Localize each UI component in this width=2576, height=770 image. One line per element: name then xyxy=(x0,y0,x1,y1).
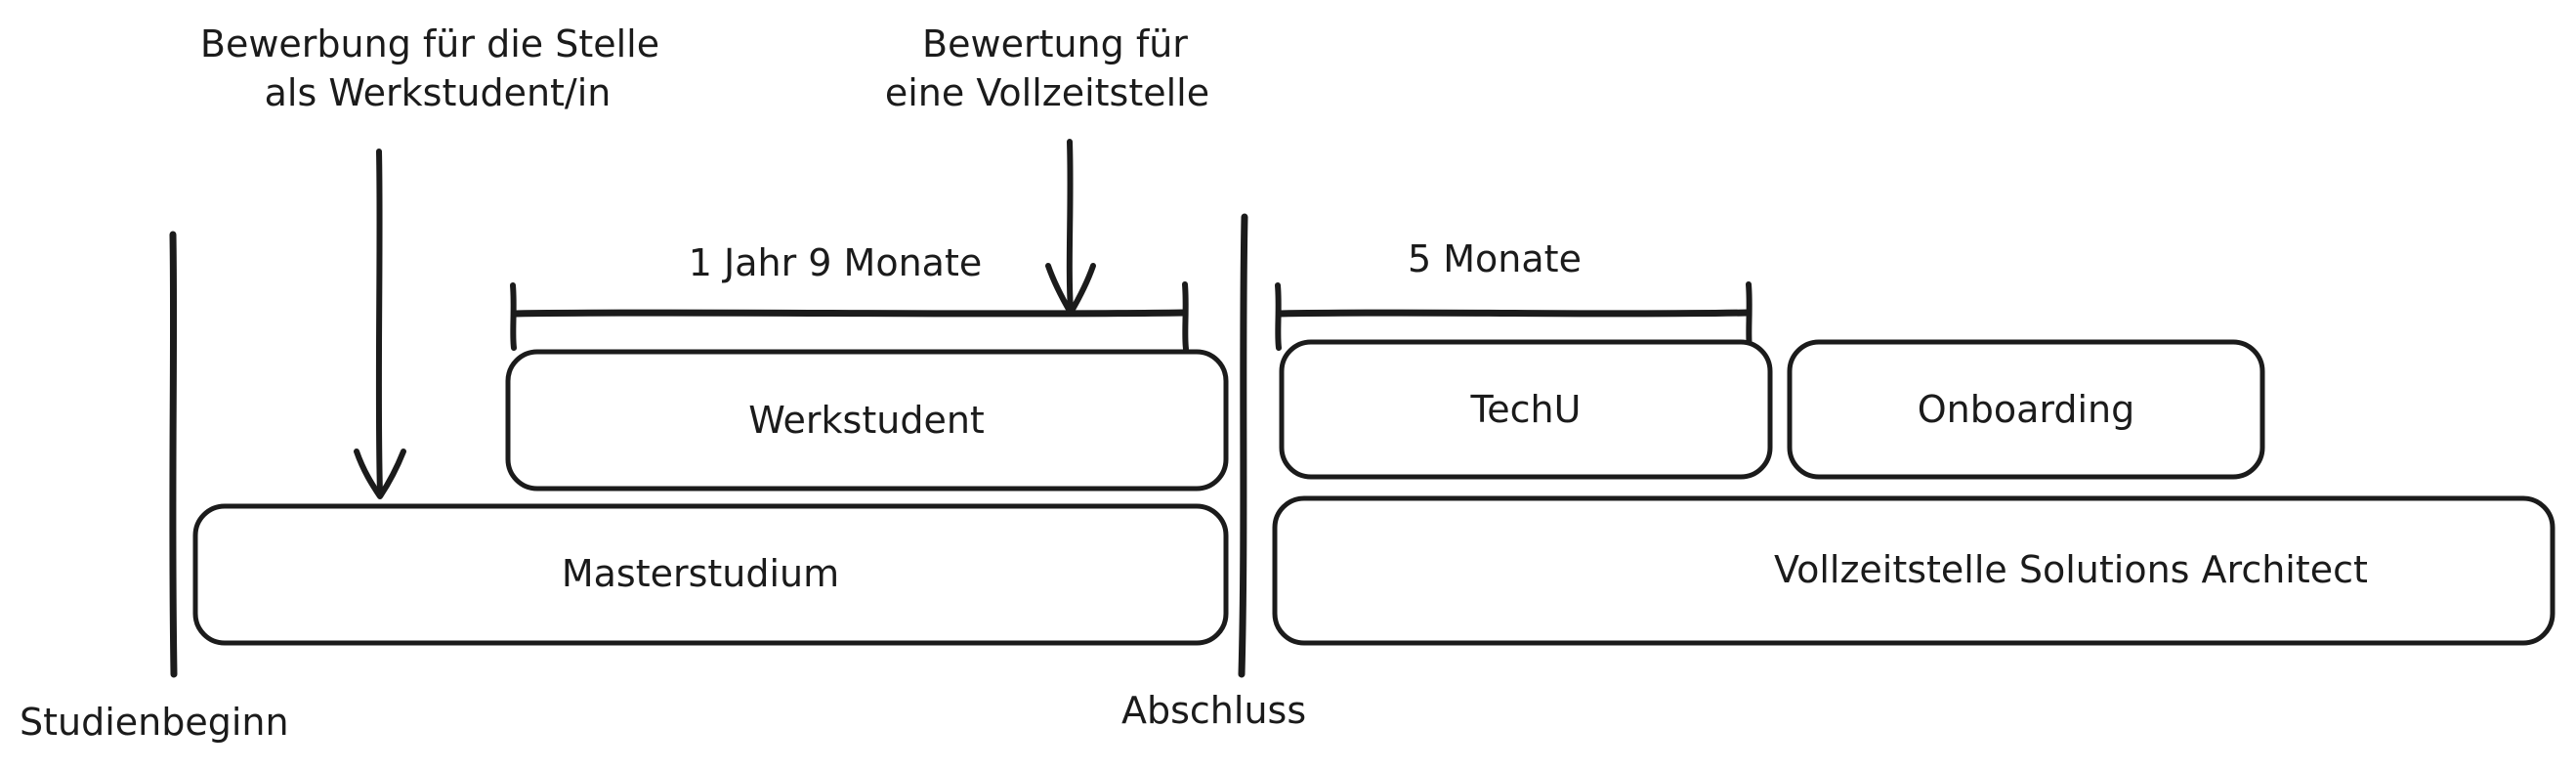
arrow-head-vollzeit xyxy=(1045,263,1096,316)
bracket-tick-left-1 xyxy=(510,282,517,351)
anchor-label-studienbeginn: Studienbeginn xyxy=(20,701,289,744)
callout-arrow-vollzeit xyxy=(1045,139,1096,316)
callout-werkstudent-line1: Bewerbung für die Stelle xyxy=(200,22,659,65)
bracket-line-1 xyxy=(511,309,1188,318)
callout-werkstudent-line2: als Werkstudent/in xyxy=(265,71,612,114)
divider-group xyxy=(169,213,1248,678)
box-techu-shape xyxy=(1279,339,1773,480)
anchor-label-abschluss: Abschluss xyxy=(1121,689,1306,732)
duration-label-techu: 5 Monate xyxy=(1408,237,1582,280)
box-werkstudent-shape xyxy=(505,349,1229,492)
bracket-line-2 xyxy=(1276,309,1752,318)
box-techu-label: TechU xyxy=(1470,388,1582,431)
box-masterstudium-label: Masterstudium xyxy=(562,552,839,595)
box-werkstudent[interactable]: Werkstudent xyxy=(505,349,1229,492)
duration-bracket-werkstudent xyxy=(510,281,1189,352)
callout-arrow-werkstudent xyxy=(354,149,406,499)
duration-label-werkstudent: 1 Jahr 9 Monate xyxy=(689,241,982,284)
divider-studienbeginn xyxy=(169,231,178,678)
box-onboarding[interactable]: Onboarding xyxy=(1787,339,2265,480)
arrow-shaft-vollzeit xyxy=(1066,139,1074,314)
bracket-tick-right-2 xyxy=(1746,281,1753,352)
box-vollzeit-shape xyxy=(1272,495,2555,646)
box-vollzeit[interactable]: Vollzeitstelle Solutions Architect xyxy=(1272,495,2555,646)
duration-bracket-techu xyxy=(1275,281,1753,352)
divider-abschluss xyxy=(1238,213,1248,678)
box-onboarding-label: Onboarding xyxy=(1918,388,2135,431)
box-masterstudium-shape xyxy=(192,503,1229,646)
box-werkstudent-label: Werkstudent xyxy=(748,399,985,442)
bracket-tick-right-1 xyxy=(1182,281,1189,352)
box-techu[interactable]: TechU xyxy=(1279,339,1773,480)
arrow-shaft-werkstudent xyxy=(375,149,383,496)
box-onboarding-shape xyxy=(1787,339,2265,480)
callout-vollzeit-line2: eine Vollzeitstelle xyxy=(885,71,1209,114)
arrow-head-werkstudent xyxy=(354,449,406,499)
bracket-tick-left-2 xyxy=(1275,282,1282,351)
box-masterstudium[interactable]: Masterstudium xyxy=(192,503,1229,646)
box-vollzeit-label: Vollzeitstelle Solutions Architect xyxy=(1774,548,2368,591)
callout-vollzeit-line1: Bewertung für xyxy=(922,22,1188,65)
